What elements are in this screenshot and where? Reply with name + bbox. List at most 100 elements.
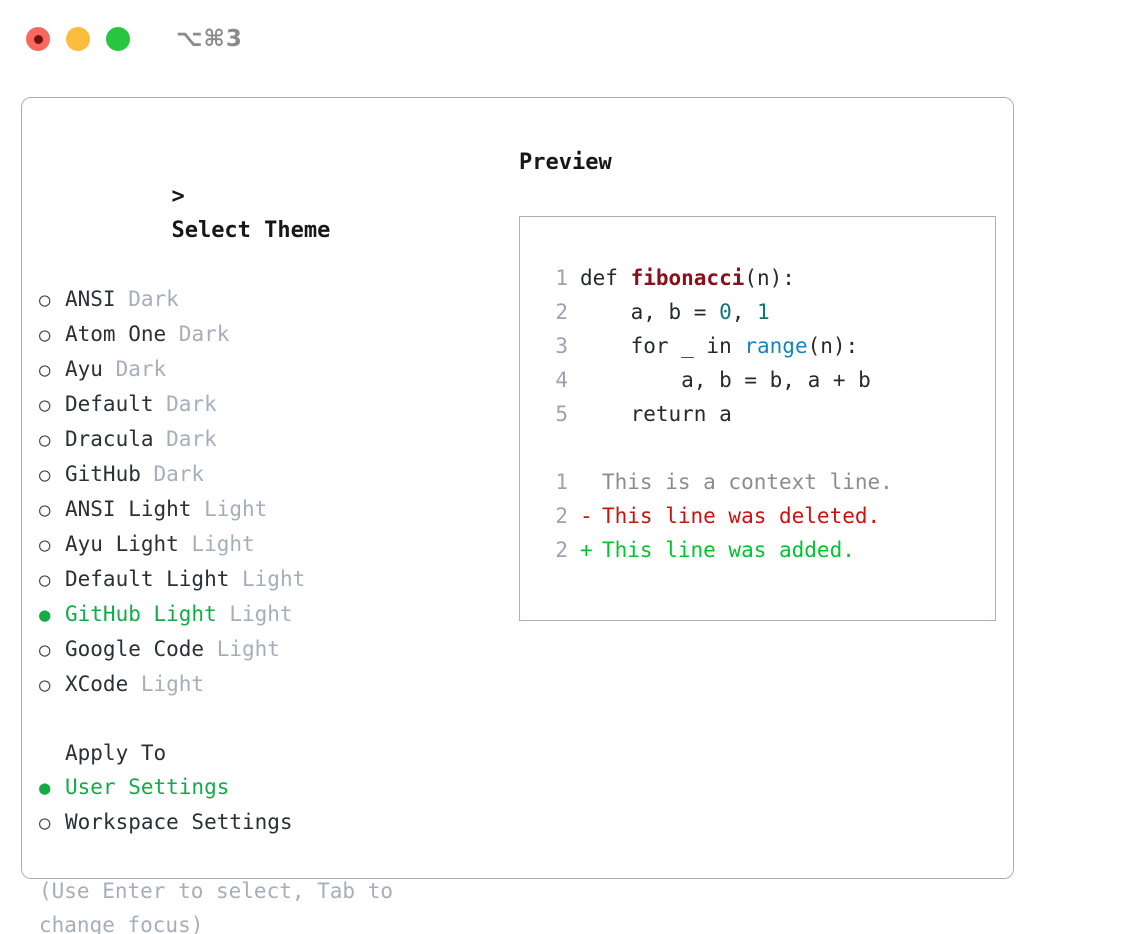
theme-name: Atom One — [65, 322, 167, 346]
diff-line-text: This line was added. — [602, 538, 855, 562]
theme-kind-badge: Light — [216, 602, 293, 626]
code-line: 2 a, b = 0, 1 — [538, 295, 995, 329]
preview-title: Preview — [519, 150, 612, 175]
code-line-text: a, b = b, a + b — [580, 363, 871, 397]
code-line: 5 return a — [538, 397, 995, 431]
radio-unselected-icon: ○ — [39, 674, 51, 696]
code-token: (n): — [744, 266, 795, 290]
radio-unselected-icon: ○ — [39, 534, 51, 556]
theme-list-item[interactable]: ○ANSI Dark — [39, 282, 509, 317]
keyboard-hint: (Use Enter to select, Tab to change focu… — [39, 879, 406, 934]
theme-list-item[interactable]: ○Default Light Light — [39, 562, 509, 597]
radio-unselected-icon: ○ — [39, 639, 51, 661]
code-token: 1 — [757, 300, 770, 324]
diff-sign: - — [580, 504, 593, 528]
theme-name: XCode — [65, 672, 129, 696]
preview-spacer — [538, 431, 995, 465]
theme-kind-badge: Dark — [166, 322, 230, 346]
radio-selected-icon: ● — [39, 604, 51, 626]
radio-unselected-icon: ○ — [39, 359, 51, 381]
theme-list-item[interactable]: ○ Default Dark — [39, 387, 509, 422]
code-line-text: for _ in range(n): — [580, 329, 859, 363]
line-number: 1 — [555, 470, 568, 494]
apply-to-label: Apply To — [65, 741, 167, 765]
radio-unselected-icon: ○ — [39, 394, 51, 416]
line-number: 2 — [555, 300, 568, 324]
theme-list-item[interactable]: ○ANSI Light Light — [39, 492, 509, 527]
diff-sign: + — [580, 538, 593, 562]
theme-kind-badge: Light — [128, 672, 205, 696]
code-line-text: a, b = 0, 1 — [580, 295, 770, 329]
radio-unselected-icon: ○ — [39, 569, 51, 591]
diff-sample: 1 This is a context line.2-This line was… — [538, 465, 995, 567]
theme-list-item[interactable]: ○ Atom One Dark — [39, 317, 509, 352]
main-panel: > Select Theme ○ANSI Dark○Atom One Dark○… — [21, 97, 1014, 934]
maximize-button[interactable] — [106, 27, 130, 51]
diff-line: 2-This line was deleted. — [538, 499, 995, 533]
close-button[interactable] — [26, 27, 50, 51]
list-spacer — [39, 702, 509, 736]
theme-name: Ayu Light — [65, 532, 179, 556]
minimize-button[interactable] — [66, 27, 90, 51]
apply-to-list: ● User Settings ○ Workspace Settings — [39, 770, 509, 840]
code-token: for _ in — [580, 334, 745, 358]
code-line-text: def fibonacci(n): — [580, 261, 795, 295]
line-number: 4 — [555, 368, 568, 392]
theme-kind-badge: Dark — [153, 392, 217, 416]
radio-unselected-icon: ○ — [39, 429, 51, 451]
code-line: 4 a, b = b, a + b — [538, 363, 995, 397]
theme-list-item[interactable]: ○Dracula Dark — [39, 422, 509, 457]
apply-to-option[interactable]: ● User Settings — [39, 770, 509, 805]
code-token: a, b = — [580, 300, 720, 324]
theme-list-item[interactable]: ○ XCode Light — [39, 667, 509, 702]
theme-name: Default — [65, 392, 154, 416]
radio-unselected-icon: ○ — [39, 464, 51, 486]
panel-body: > Select Theme ○ANSI Dark○Atom One Dark○… — [22, 98, 1013, 934]
radio-unselected-icon: ○ — [39, 324, 51, 346]
apply-to-option-label: User Settings — [65, 775, 230, 799]
diff-line: 2 + This line was added. — [538, 533, 995, 567]
theme-list-item[interactable]: ○Ayu Dark — [39, 352, 509, 387]
code-token: 0 — [719, 300, 732, 324]
theme-kind-badge: Dark — [102, 357, 167, 381]
code-line: 3 for _ in range(n): — [538, 329, 995, 363]
theme-list-item[interactable]: ● GitHub Light Light — [39, 597, 509, 632]
apply-to-option-label: Workspace Settings — [65, 810, 293, 834]
theme-name: Default Light — [65, 567, 230, 591]
theme-list-item[interactable]: ○ GitHub Dark — [39, 457, 509, 492]
radio-unselected-icon: ○ — [39, 812, 51, 834]
diff-line-text: This line was deleted. — [602, 504, 881, 528]
theme-kind-badge: Dark — [153, 427, 217, 451]
recording-indicator-icon — [33, 34, 43, 44]
line-number: 2 — [555, 538, 568, 562]
theme-kind-badge: Light — [178, 532, 255, 556]
theme-list-item[interactable]: ○Google Code Light — [39, 632, 509, 667]
theme-picker-heading: > Select Theme — [39, 146, 509, 282]
prompt-caret-icon: > — [171, 184, 185, 209]
code-token: return a — [580, 402, 732, 426]
diff-line: 1 This is a context line. — [538, 465, 995, 499]
theme-name: GitHub Light — [65, 602, 217, 626]
theme-kind-badge: Dark — [140, 462, 205, 486]
line-number: 3 — [555, 334, 568, 358]
keyboard-shortcut-label: ⌥⌘3 — [176, 26, 243, 52]
title-bar: ⌥⌘3 — [0, 0, 1140, 78]
theme-list-item[interactable]: ○ Ayu Light Light — [39, 527, 509, 562]
theme-kind-badge: Light — [191, 497, 268, 521]
apply-to-option[interactable]: ○ Workspace Settings — [39, 805, 509, 840]
theme-name: GitHub — [65, 462, 141, 486]
radio-unselected-icon: ○ — [39, 289, 51, 311]
line-number: 1 — [555, 266, 568, 290]
code-line-text: return a — [580, 397, 732, 431]
radio-selected-icon: ● — [39, 777, 51, 799]
theme-name: Google Code — [65, 637, 205, 661]
theme-picker-column: > Select Theme ○ANSI Dark○Atom One Dark○… — [39, 146, 509, 934]
radio-unselected-icon: ○ — [39, 499, 51, 521]
code-line: 1 def fibonacci(n): — [538, 261, 995, 295]
line-number: 2 — [555, 504, 568, 528]
code-token: range — [744, 334, 808, 358]
